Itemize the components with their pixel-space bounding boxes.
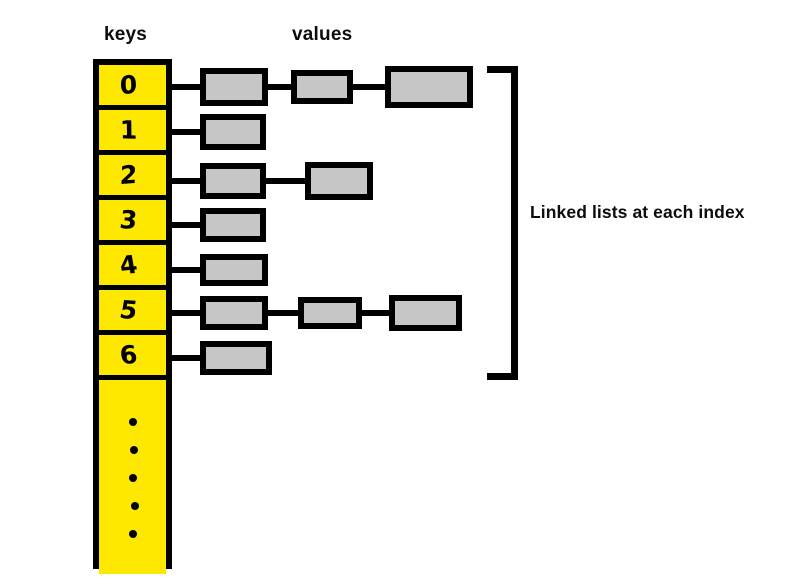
ellipsis-dot — [130, 502, 139, 510]
bracket-bottom-arm — [487, 373, 518, 380]
key-cell-6: 6 — [99, 335, 166, 380]
bracket-vertical — [511, 66, 518, 380]
key-cell-3: 3 — [99, 200, 166, 245]
linked-list-row-6 — [166, 337, 272, 379]
ellipsis-dot — [128, 474, 137, 482]
linked-list-row-5 — [166, 292, 462, 334]
bucket-pointer-stub — [166, 178, 200, 184]
key-index-label: 3 — [118, 205, 139, 235]
linked-list-connector — [266, 178, 305, 184]
linked-list-node — [200, 341, 272, 375]
linked-list-node — [200, 68, 268, 106]
key-cell-0: 0 — [99, 65, 166, 110]
linked-list-node — [200, 208, 266, 242]
key-index-label: 5 — [117, 295, 140, 325]
linked-list-node — [305, 162, 373, 200]
linked-list-node — [200, 254, 268, 286]
linked-list-row-2 — [166, 160, 373, 202]
bucket-pointer-stub — [166, 310, 200, 316]
ellipsis-dot — [129, 446, 138, 454]
linked-list-connector — [268, 310, 298, 316]
values-column-header: values — [292, 24, 353, 45]
bucket-pointer-stub — [166, 267, 200, 273]
grouping-bracket — [487, 66, 518, 380]
key-cell-ellipsis — [99, 380, 166, 574]
linked-list-node — [200, 114, 266, 150]
linked-list-node — [298, 297, 362, 329]
linked-list-connector — [362, 310, 389, 316]
linked-list-connector — [268, 84, 291, 90]
key-cell-2: 2 — [99, 155, 166, 200]
key-cell-4: 4 — [99, 245, 166, 290]
bucket-pointer-stub — [166, 355, 200, 361]
linked-list-node — [291, 70, 353, 104]
bracket-annotation-label: Linked lists at each index — [530, 202, 745, 222]
bucket-pointer-stub — [166, 84, 200, 90]
linked-list-connector — [353, 84, 385, 90]
key-cell-1: 1 — [99, 110, 166, 155]
linked-list-node — [200, 163, 266, 199]
key-array-column: 0 1 2 3 4 5 6 — [93, 59, 172, 574]
key-index-label: 0 — [119, 69, 138, 101]
key-index-label: 4 — [117, 249, 140, 281]
linked-list-row-0 — [166, 66, 473, 108]
ellipsis-dot — [128, 530, 137, 538]
linked-list-row-1 — [166, 111, 266, 153]
keys-column-header: keys — [104, 24, 148, 45]
ellipsis-dot — [128, 418, 137, 426]
linked-list-row-3 — [166, 204, 266, 246]
key-cell-5: 5 — [99, 290, 166, 335]
key-index-label: 1 — [119, 115, 138, 145]
bucket-pointer-stub — [166, 222, 200, 228]
linked-list-node — [389, 295, 462, 331]
linked-list-node — [200, 296, 268, 330]
bucket-pointer-stub — [166, 129, 200, 135]
linked-list-row-4 — [166, 249, 268, 291]
key-index-label: 6 — [118, 340, 139, 370]
linked-list-node — [385, 66, 473, 108]
bracket-top-arm — [487, 66, 518, 73]
key-index-label: 2 — [119, 159, 138, 191]
